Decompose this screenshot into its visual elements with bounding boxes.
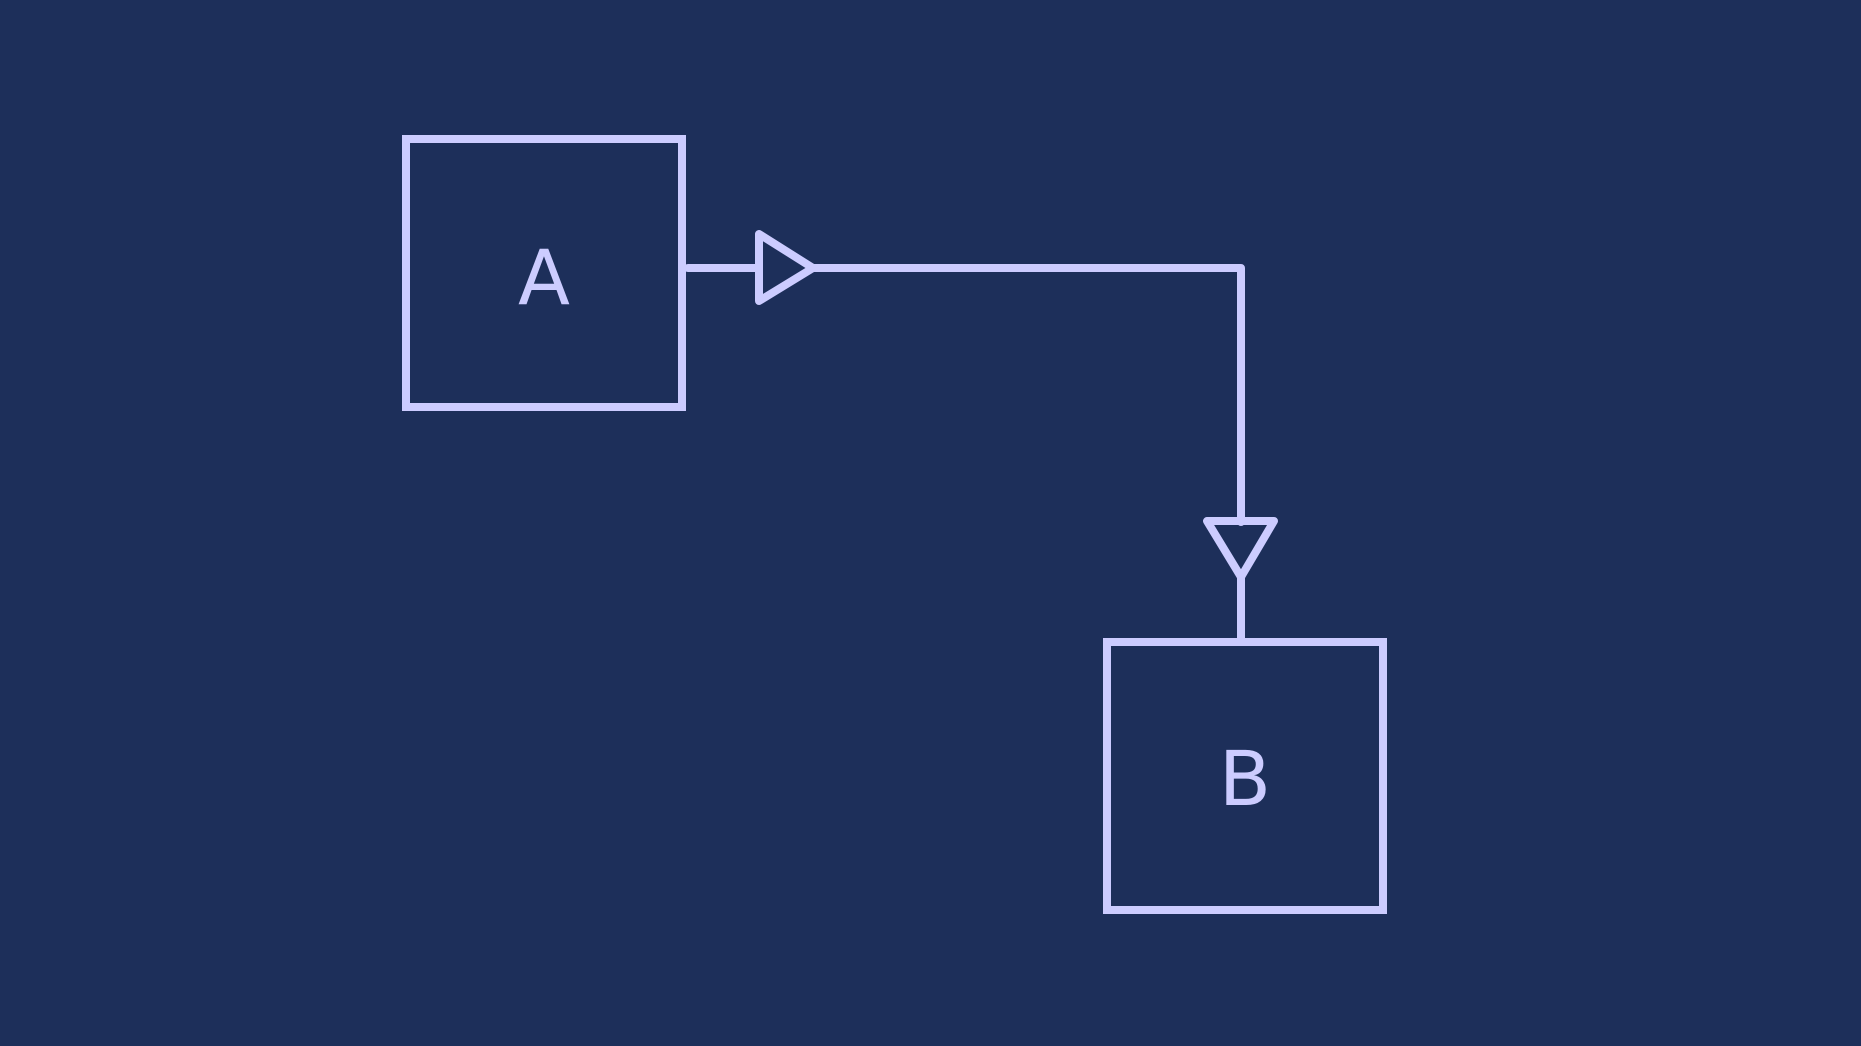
node-a-box	[402, 135, 686, 411]
arrowhead-triangle-icon	[1203, 517, 1278, 581]
node-b-box	[1103, 638, 1387, 914]
edge-segment	[809, 264, 1245, 526]
node-b-label: B	[1219, 734, 1271, 823]
node-b[interactable]: B	[1103, 638, 1387, 914]
arrowhead-triangle-icon	[755, 230, 817, 305]
node-a-label: A	[518, 233, 570, 322]
edge-a-to-b[interactable]	[684, 230, 1278, 638]
node-a[interactable]: A	[402, 135, 686, 411]
